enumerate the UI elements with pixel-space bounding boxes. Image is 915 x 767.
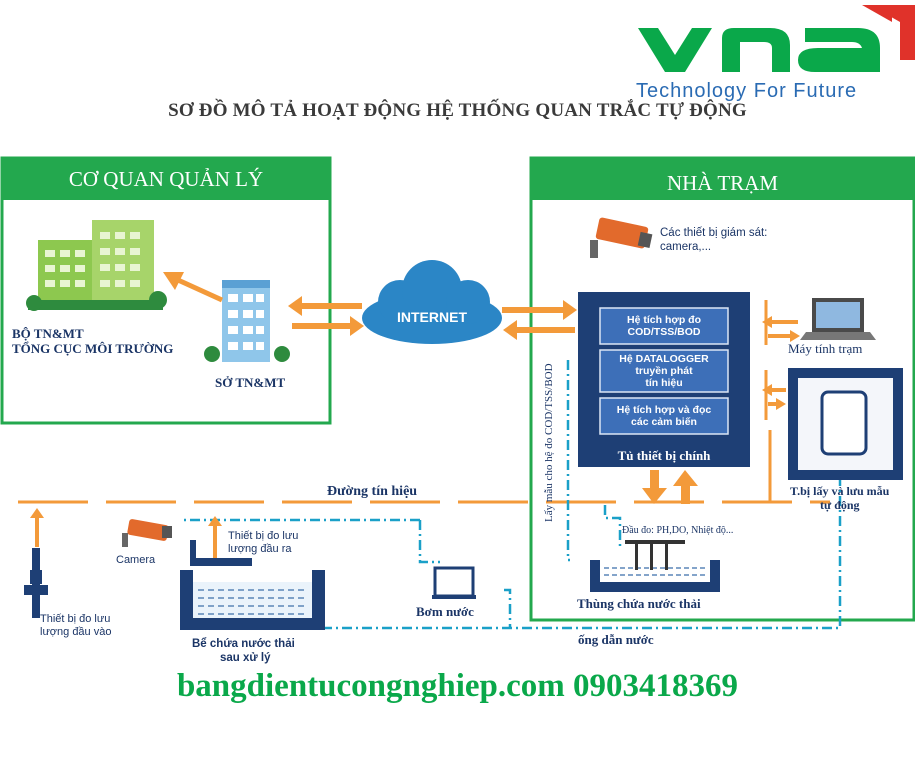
outflow-meter-arrow	[190, 516, 222, 566]
inflow-meter-icon	[24, 508, 48, 618]
signal-line	[18, 430, 830, 504]
ministry-label-2: TỔNG CỤC MÔI TRƯỜNG	[12, 341, 174, 356]
computer-label: Máy tính trạm	[788, 341, 863, 356]
logo-red-corner	[870, 5, 915, 60]
outflow-meter-label-2: lượng đầu ra	[228, 543, 292, 555]
internet-cloud-icon	[362, 260, 502, 344]
logo-n-mark	[722, 28, 790, 72]
module-2-line-2: truyền phát	[635, 365, 693, 377]
treated-tank-label-1: Bể chứa nước thải	[192, 638, 295, 650]
pump-label: Bơm nước	[416, 604, 474, 619]
logo-a-mark	[798, 28, 880, 72]
module-2-line-1: Hệ DATALOGGER	[619, 353, 709, 365]
left-panel-heading: CƠ QUAN QUẢN LÝ	[68, 167, 264, 191]
module-1-line-1: Hệ tích hợp đo	[627, 314, 701, 326]
right-panel-heading: NHÀ TRẠM	[666, 171, 779, 195]
arrows-cabinet-computer	[762, 300, 800, 345]
pipe-label: ống dẫn nước	[578, 632, 654, 647]
right-panel-header-bar	[531, 158, 914, 200]
main-cabinet	[578, 292, 750, 467]
left-panel-header-bar	[2, 158, 330, 200]
ministry-label-1: BỘ TN&MT	[12, 326, 84, 341]
cabinet-module-1: Hệ tích hợp đo COD/TSS/BOD	[600, 314, 728, 338]
sampler-label-2: tự động	[820, 498, 860, 512]
brand-tagline: Technology For Future	[636, 80, 858, 102]
cabinet-tank-arrows	[642, 470, 698, 504]
monitor-devices-label-2: camera,...	[660, 241, 712, 253]
outflow-meter-label-1: Thiết bị đo lưu	[228, 530, 299, 542]
module-3-line-2: các cảm biến	[631, 416, 697, 428]
module-3-line-1: Hệ tích hợp và đọc	[616, 404, 712, 416]
treated-tank-icon	[180, 558, 325, 630]
wastewater-tank-label: Thùng chứa nước thải	[577, 596, 701, 611]
module-2-line-3: tín hiệu	[645, 377, 683, 389]
camera-label: Camera	[116, 554, 156, 566]
internet-label: INTERNET	[397, 309, 467, 325]
inflow-meter-label-1: Thiết bị đo lưu	[40, 613, 111, 625]
water-pump-icon	[432, 566, 476, 599]
sampler-label-1: T.bị lấy và lưu mẫu	[790, 484, 890, 498]
signal-line-label: Đường tín hiệu	[327, 484, 418, 499]
ministry-building-icon	[26, 220, 167, 311]
inflow-meter-label-2: lượng đầu vào	[40, 626, 112, 638]
auto-sampler-icon	[788, 368, 903, 480]
arrows-dept-internet	[288, 296, 364, 336]
cabinet-module-3: Hệ tích hợp và đọc các cảm biến	[600, 404, 728, 428]
probe-label: Đầu đo: PH,DO, Nhiệt độ...	[622, 525, 734, 536]
diagram-title: SƠ ĐỒ MÔ TẢ HOẠT ĐỘNG HỆ THỐNG QUAN TRẮC…	[168, 100, 747, 121]
bottom-camera-icon	[122, 519, 172, 547]
arrow-dept-to-ministry	[163, 272, 224, 303]
vertical-sampling-label: Lấy mẫu cho hệ đo COD/TSS/BOD	[543, 363, 555, 522]
logo-v-mark	[638, 28, 712, 72]
monitor-devices-label-1: Các thiết bị giám sát:	[660, 227, 768, 239]
vna-logo: vna	[638, 5, 915, 72]
cabinet-label: Tủ thiết bị chính	[617, 448, 711, 463]
wastewater-tank-icon	[590, 540, 720, 592]
department-label: SỞ TN&MT	[215, 375, 286, 390]
department-building-icon	[204, 280, 290, 362]
laptop-icon	[800, 298, 876, 340]
module-1-line-2: COD/TSS/BOD	[627, 326, 701, 338]
footer-contact: bangdientucongnghiep.com 0903418369	[176, 668, 739, 704]
arrows-internet-cabinet	[502, 300, 577, 340]
station-camera-icon	[590, 217, 653, 258]
arrows-cabinet-sampler	[762, 370, 786, 420]
treated-tank-label-2: sau xử lý	[220, 652, 271, 664]
cabinet-module-2: Hệ DATALOGGER truyền phát tín hiệu	[600, 353, 728, 389]
